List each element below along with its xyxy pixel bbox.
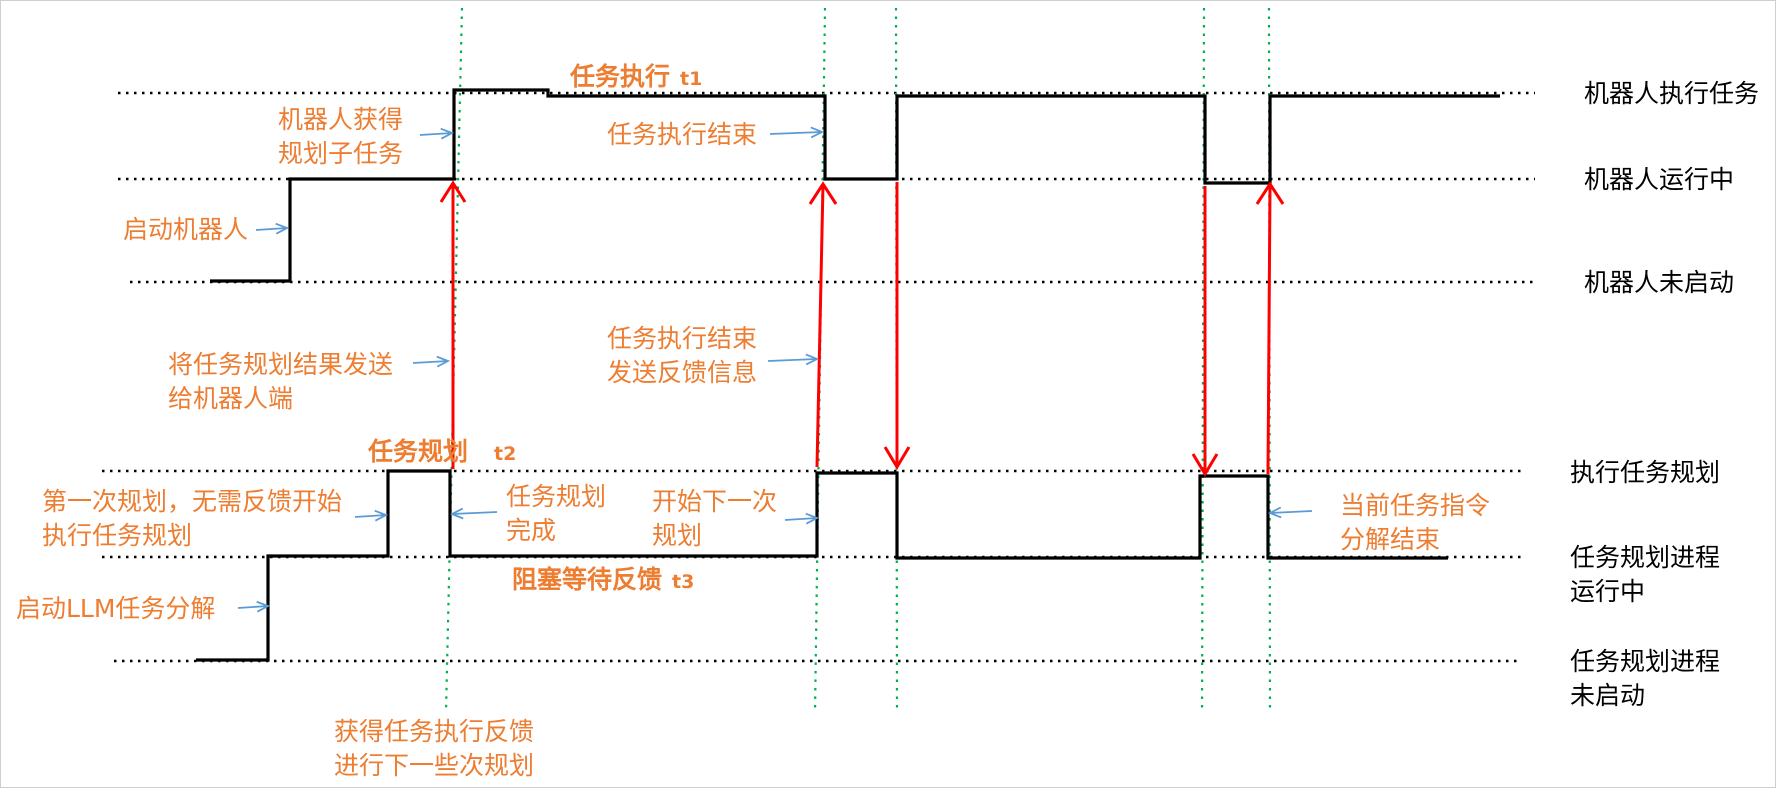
sync-line-4 xyxy=(1200,7,1206,713)
phase-label-task-execution-text: 任务执行 xyxy=(570,62,671,91)
state-robot-not-started: 机器人未启动 xyxy=(1584,268,1735,297)
annotation-planning-done-line1: 任务规划 xyxy=(506,482,607,511)
state-planner-running: 任务规划进程 运行中 xyxy=(1570,541,1720,609)
arrow-head-up-1 xyxy=(439,180,467,203)
annotation-current-decomposition-done-line2: 分解结束 xyxy=(1340,525,1441,554)
hint-arrow-start-robot xyxy=(255,228,287,230)
sync-line-2 xyxy=(813,7,827,713)
annotation-feedback-next-planning-line2: 进行下一些次规划 xyxy=(334,751,535,780)
annotation-feedback-next-planning-line1: 获得任务执行反馈 xyxy=(334,717,535,746)
arrow-head-up-2 xyxy=(808,181,838,205)
annotation-first-planning: 第一次规划，无需反馈开始 执行任务规划 xyxy=(42,485,342,553)
annotation-exec-end-send-feedback: 任务执行结束 发送反馈信息 xyxy=(607,322,757,390)
state-robot-running: 机器人运行中 xyxy=(1584,165,1735,194)
hint-arrow-start-llm xyxy=(237,606,268,608)
annotation-first-planning-line1: 第一次规划，无需反馈开始 xyxy=(42,487,343,516)
arrow-head-down-2 xyxy=(1191,453,1219,477)
phase-label-blocked-waiting: 阻塞等待反馈 t3 xyxy=(512,563,694,599)
hint-arrow-exec-end xyxy=(769,132,822,134)
hint-arrow-planning-done xyxy=(452,512,498,514)
annotation-robot-gets-subtask-line2: 规划子任务 xyxy=(278,139,404,168)
sync-line-1 xyxy=(444,7,464,713)
arrow-plan-to-robot-3 xyxy=(1266,185,1272,475)
annotation-send-plan-to-robot: 将任务规划结果发送 给机器人端 xyxy=(168,348,393,416)
phase-label-blocked-waiting-text: 阻塞等待反馈 xyxy=(512,565,663,594)
annotation-start-next-planning-line2: 规划 xyxy=(652,521,703,550)
annotation-planning-done: 任务规划 完成 xyxy=(506,480,606,548)
annotation-send-plan-to-robot-line1: 将任务规划结果发送 xyxy=(168,350,394,379)
phase-label-task-planning-text: 任务规划 xyxy=(368,437,469,466)
annotation-start-llm-decomposition: 启动LLM任务分解 xyxy=(16,594,216,623)
state-planner-planning: 执行任务规划 xyxy=(1570,458,1721,487)
planner-level-lines xyxy=(102,469,1522,663)
planner-signal xyxy=(196,469,1448,662)
hint-arrow-send-feedback xyxy=(767,359,817,361)
annotation-planning-done-line2: 完成 xyxy=(506,516,557,545)
annotation-current-decomposition-done-line1: 当前任务指令 xyxy=(1340,491,1491,520)
hint-arrow-first-planning xyxy=(354,515,386,517)
annotation-task-exec-end: 任务执行结束 xyxy=(607,120,758,149)
annotation-start-next-planning: 开始下一次 规划 xyxy=(652,485,777,553)
phase-tag-t3: t3 xyxy=(672,571,695,593)
hint-arrow-robot-subtask xyxy=(419,133,452,135)
arrow-feedback-1 xyxy=(815,184,825,468)
annotation-robot-gets-subtask: 机器人获得 规划子任务 xyxy=(278,103,403,171)
state-planner-running-line2: 运行中 xyxy=(1570,577,1646,606)
annotation-feedback-next-planning: 获得任务执行反馈 进行下一些次规划 xyxy=(334,715,534,783)
phase-label-task-planning: 任务规划 t2 xyxy=(368,435,516,471)
phase-tag-t2: t2 xyxy=(494,443,517,465)
annotation-send-plan-to-robot-line2: 给机器人端 xyxy=(168,384,294,413)
phase-label-task-execution: 任务执行 t1 xyxy=(570,60,702,96)
hint-arrow-start-next xyxy=(784,518,817,520)
state-planner-running-line1: 任务规划进程 xyxy=(1570,543,1721,572)
sync-lines xyxy=(444,7,1272,713)
state-planner-not-started-line1: 任务规划进程 xyxy=(1570,647,1721,676)
phase-tag-t1: t1 xyxy=(680,68,703,90)
annotation-robot-gets-subtask-line1: 机器人获得 xyxy=(278,105,404,134)
robot-signal xyxy=(210,88,1500,283)
hint-arrows xyxy=(237,132,1313,608)
sync-line-5 xyxy=(1267,7,1272,713)
annotation-current-decomposition-done: 当前任务指令 分解结束 xyxy=(1340,489,1490,557)
event-arrows xyxy=(439,180,1285,477)
state-planner-not-started: 任务规划进程 未启动 xyxy=(1570,645,1720,713)
hint-arrow-decomposition-done xyxy=(1270,511,1313,513)
state-robot-executing: 机器人执行任务 xyxy=(1584,79,1760,108)
annotation-start-robot: 启动机器人 xyxy=(123,215,249,244)
annotation-start-next-planning-line1: 开始下一次 xyxy=(652,487,778,516)
annotation-exec-end-send-feedback-line2: 发送反馈信息 xyxy=(607,358,758,387)
arrow-head-up-3 xyxy=(1255,181,1285,205)
sync-line-3 xyxy=(894,7,899,713)
arrow-head-down-1 xyxy=(883,446,911,470)
annotation-exec-end-send-feedback-line1: 任务执行结束 xyxy=(607,324,758,353)
state-planner-not-started-line2: 未启动 xyxy=(1570,681,1646,710)
hint-arrow-send-plan xyxy=(412,361,448,363)
annotation-first-planning-line2: 执行任务规划 xyxy=(42,521,193,550)
robot-level-lines xyxy=(118,91,1535,284)
